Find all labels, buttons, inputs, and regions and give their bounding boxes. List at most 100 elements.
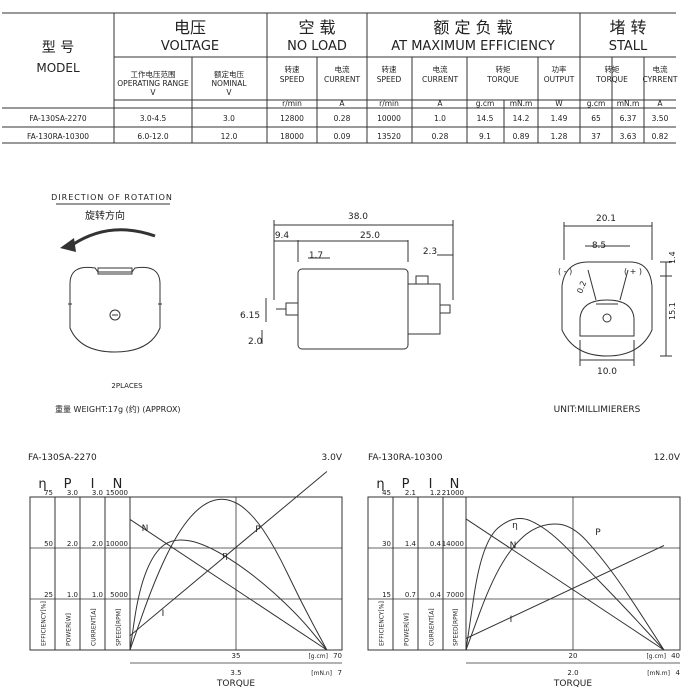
curve-P bbox=[465, 523, 665, 651]
voltage-en: VOLTAGE bbox=[161, 39, 219, 54]
svg-text:3.50: 3.50 bbox=[652, 114, 669, 123]
voltage-cn: 电压 bbox=[174, 18, 206, 37]
tick-label: 0.7 bbox=[405, 591, 416, 599]
axis-head: η bbox=[38, 477, 46, 492]
dim-len: 38.0 bbox=[348, 212, 368, 222]
svg-text:9.1: 9.1 bbox=[479, 132, 491, 141]
axis-head: N bbox=[113, 477, 123, 492]
curve-label-p: P bbox=[255, 525, 261, 535]
x-axis-title: TORQUE bbox=[553, 679, 593, 689]
svg-text:0.28: 0.28 bbox=[334, 114, 351, 123]
axis-head: P bbox=[64, 477, 72, 492]
sub-cn-6: 转矩 bbox=[496, 64, 511, 74]
curve-label-p: P bbox=[595, 528, 601, 538]
axis-head: N bbox=[450, 477, 460, 492]
axis-head: P bbox=[402, 477, 410, 492]
tick-label: 15000 bbox=[106, 489, 128, 497]
x-tick-label: 70 bbox=[333, 652, 342, 660]
end-view-outline bbox=[69, 266, 161, 353]
axis-name: POWER[W] bbox=[66, 613, 73, 646]
sub-en-1: NOMINAL bbox=[211, 79, 247, 88]
dim-02: 0.2 bbox=[575, 280, 588, 295]
tick-label: 45 bbox=[382, 489, 391, 497]
x-unit-label: [g.cm] bbox=[308, 653, 328, 660]
curve-label-n: N bbox=[142, 524, 149, 534]
shaft-circle bbox=[109, 309, 121, 321]
x-tick-label: 4 bbox=[676, 669, 681, 677]
curve-label-i: I bbox=[162, 609, 165, 619]
spec-table-text: 型 号 MODEL 电压 VOLTAGE 空 载 NO LOAD 额 定 负 载… bbox=[27, 18, 678, 141]
sub-cn-7: 功率 bbox=[552, 64, 567, 74]
sub-unit-5: A bbox=[437, 99, 443, 108]
spec-table bbox=[2, 12, 676, 144]
noload-en: NO LOAD bbox=[287, 39, 347, 54]
sub-en-0: OPERATING RANGE bbox=[117, 79, 189, 88]
svg-text:0.09: 0.09 bbox=[334, 132, 351, 141]
model-en: MODEL bbox=[36, 61, 80, 75]
sub-unit-8a: g.cm bbox=[587, 99, 606, 108]
svg-text:1.0: 1.0 bbox=[434, 114, 446, 123]
dim-94: 9.4 bbox=[275, 231, 290, 241]
svg-text:3.0-4.5: 3.0-4.5 bbox=[140, 114, 167, 123]
axis-head: I bbox=[429, 477, 433, 492]
sub-cn-8: 转矩 bbox=[605, 64, 620, 74]
curve-label-eta: η bbox=[222, 551, 228, 561]
svg-text:65: 65 bbox=[591, 114, 601, 123]
stall-cn: 堵 转 bbox=[609, 18, 646, 37]
chart-voltage: 3.0V bbox=[322, 453, 343, 463]
sub-unit-1: V bbox=[226, 88, 232, 97]
chart-frame bbox=[367, 496, 681, 651]
tick-label: 2.0 bbox=[92, 540, 103, 548]
dim-23: 2.3 bbox=[423, 247, 437, 257]
curve-I bbox=[129, 471, 328, 637]
sub-en-3: CURRENT bbox=[324, 75, 360, 84]
rotation-cn: 旋转方向 bbox=[85, 209, 125, 222]
dim-615: 6.15 bbox=[240, 311, 260, 321]
table-row: FA-130SA-2270 3.0-4.5 3.0 12800 0.28 100… bbox=[29, 114, 668, 123]
tick-label: 1.0 bbox=[92, 591, 103, 599]
curve-label-eta: η bbox=[512, 521, 518, 531]
dim-201: 20.1 bbox=[596, 214, 616, 224]
places-label: 2PLACES bbox=[111, 382, 143, 390]
curve-eta bbox=[129, 539, 328, 651]
sub-cn-2: 转速 bbox=[285, 64, 300, 74]
axis-head: I bbox=[91, 477, 95, 492]
tick-label: 1.2 bbox=[430, 489, 441, 497]
sub-unit-3: A bbox=[339, 99, 345, 108]
chart-title: FA-130RA-10300 bbox=[368, 453, 443, 463]
chart-title: FA-130SA-2270 bbox=[28, 453, 97, 463]
axis-name: CURRENT[A] bbox=[91, 608, 98, 646]
curve-N bbox=[129, 518, 328, 651]
maxeff-cn: 额 定 负 载 bbox=[433, 18, 512, 37]
chart-frame bbox=[29, 496, 343, 651]
sub-unit-8b: mN.m bbox=[617, 99, 640, 108]
svg-text:0.89: 0.89 bbox=[513, 132, 530, 141]
sub-en-8: TORQUE bbox=[595, 75, 628, 84]
minus-terminal: ( - ) bbox=[558, 267, 572, 276]
sub-unit-6a: g.cm bbox=[476, 99, 495, 108]
dim-85: 8.5 bbox=[592, 241, 606, 251]
tick-label: 0.4 bbox=[430, 591, 442, 599]
x-tick-label: 40 bbox=[671, 652, 680, 660]
tick-label: 7000 bbox=[446, 591, 464, 599]
dim-14: 1.4 bbox=[668, 251, 677, 264]
rear-view-dims: 20.1 8.5 ( - ) ( + ) 1.4 15.1 0.2 10.0 U… bbox=[554, 214, 677, 415]
svg-text:37: 37 bbox=[591, 132, 601, 141]
curve-eta bbox=[465, 518, 665, 651]
svg-text:3.63: 3.63 bbox=[620, 132, 637, 141]
axis-name: SPEED[RPM] bbox=[453, 609, 460, 646]
svg-text:10000: 10000 bbox=[377, 114, 401, 123]
sub-en-5: CURRENT bbox=[422, 75, 458, 84]
x-axis-title: TORQUE bbox=[216, 679, 256, 689]
axis-name: POWER[W] bbox=[404, 613, 411, 646]
tick-label: 5000 bbox=[110, 591, 128, 599]
svg-text:0.82: 0.82 bbox=[652, 132, 669, 141]
axis-name: SPEED[RPM] bbox=[116, 609, 123, 646]
axis-name: EFFICIENCY[%] bbox=[41, 601, 48, 646]
svg-text:1.49: 1.49 bbox=[551, 114, 568, 123]
sub-unit-2: r/min bbox=[282, 99, 302, 108]
x-unit-label: [mN.n] bbox=[311, 670, 332, 677]
tick-label: 25 bbox=[44, 591, 53, 599]
sub-unit-0: V bbox=[150, 88, 156, 97]
svg-text:12.0: 12.0 bbox=[221, 132, 238, 141]
